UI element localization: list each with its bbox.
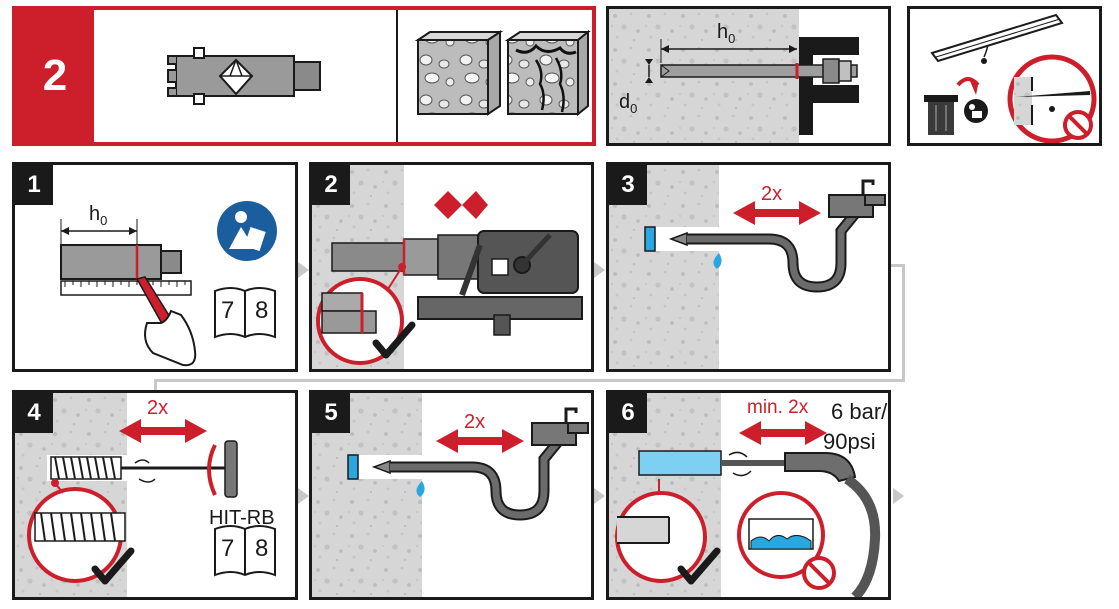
anchor-dimensions-art <box>609 9 859 143</box>
checkmark-icon <box>372 321 416 359</box>
disposal-art <box>924 13 1097 143</box>
air-blow-gun-icon <box>721 452 881 597</box>
air-pressure-bar-label: 6 bar/ <box>831 399 888 424</box>
detail-magnifier-circle <box>27 479 126 583</box>
step-2-number: 2 <box>312 165 350 205</box>
brush-model-label: HIT-RB <box>209 507 275 529</box>
step-5-art <box>312 393 589 597</box>
step-6-number: 6 <box>609 393 647 433</box>
flow-connector-line <box>154 379 894 382</box>
manual-page-right: 8 <box>255 535 269 562</box>
core-drill-machine-icon <box>417 230 583 336</box>
detail-magnifier-circle <box>316 263 406 365</box>
step-badge-red: 2 <box>16 10 94 142</box>
step-6-panel: 6 min. 2x <box>606 390 891 600</box>
manual-page-left: 7 <box>221 297 235 324</box>
air-pressure-psi-label: 90psi <box>823 429 876 454</box>
rotation-arrow-icon <box>207 444 217 496</box>
step-5-repeat-label: 2x <box>464 411 486 433</box>
detail-magnifier-circle <box>615 479 707 583</box>
step-1-number: 1 <box>15 165 53 205</box>
step-3-number: 3 <box>609 165 647 205</box>
anchor-dimensions-panel: h0 d0 <box>606 6 891 146</box>
cleaning-brush-icon <box>50 440 238 498</box>
step-5-number: 5 <box>312 393 350 433</box>
diamond-core-bit-icon <box>167 47 321 105</box>
step-2-art <box>312 165 583 369</box>
step-3-repeat-label: 2x <box>761 183 783 205</box>
flow-connector <box>594 488 605 504</box>
embedment-depth-label: h0 <box>717 21 736 46</box>
step-4-number: 4 <box>15 393 53 433</box>
flow-connector <box>298 262 309 278</box>
header-panel: 2 <box>12 6 596 146</box>
water-drop-icon <box>713 253 722 269</box>
manual-page-left: 7 <box>221 535 235 562</box>
step-1-depth-label: h0 <box>89 203 108 228</box>
read-manual-icon <box>964 99 988 123</box>
repeat-arrows-icon <box>119 419 207 443</box>
dirty-borehole-circle <box>737 491 825 579</box>
flow-connector <box>893 488 904 504</box>
repeat-arrows-icon <box>739 421 827 445</box>
drill-diameter-label: d0 <box>619 91 638 116</box>
flow-connector <box>298 488 309 504</box>
step-5-panel: 5 2x <box>309 390 594 600</box>
step-1-art <box>60 201 277 367</box>
water-hose-icon <box>668 179 886 293</box>
disposal-panel <box>907 6 1102 146</box>
step-1-panel: 1 h0 7 8 <box>12 162 298 372</box>
step-3-panel: 3 2x <box>606 162 891 372</box>
read-manual-icon <box>217 201 277 261</box>
header-art <box>167 10 591 142</box>
flow-connector-line <box>891 264 905 382</box>
flow-connector <box>594 262 605 278</box>
checkmark-icon <box>91 547 135 585</box>
manual-page-right: 8 <box>255 297 269 324</box>
rotation-indicator-icon <box>434 191 488 219</box>
step-3-art <box>609 165 886 369</box>
manual-book-icon <box>214 525 276 577</box>
manual-book-icon <box>214 287 276 339</box>
repeat-arrows-icon <box>436 429 524 453</box>
prohibited-icon <box>1063 110 1093 140</box>
solid-concrete-icon <box>414 30 504 116</box>
trash-bin-icon <box>924 95 958 135</box>
water-hose-icon <box>371 407 589 521</box>
water-drop-icon <box>416 481 425 497</box>
flow-connector-line <box>154 379 157 395</box>
repeat-arrows-icon <box>733 201 821 225</box>
step-4-art <box>15 393 276 597</box>
step-2-panel: 2 <box>309 162 594 372</box>
step-4-panel: 4 2x HIT-RB 7 8 <box>12 390 298 600</box>
cracked-concrete-icon <box>504 29 591 117</box>
prohibited-icon <box>802 556 836 590</box>
header-step-number: 2 <box>42 51 68 100</box>
step-6-repeat-label: min. 2x <box>747 397 809 418</box>
step-4-repeat-label: 2x <box>147 397 169 419</box>
hand-icon <box>144 309 197 367</box>
checkmark-icon <box>677 547 721 585</box>
